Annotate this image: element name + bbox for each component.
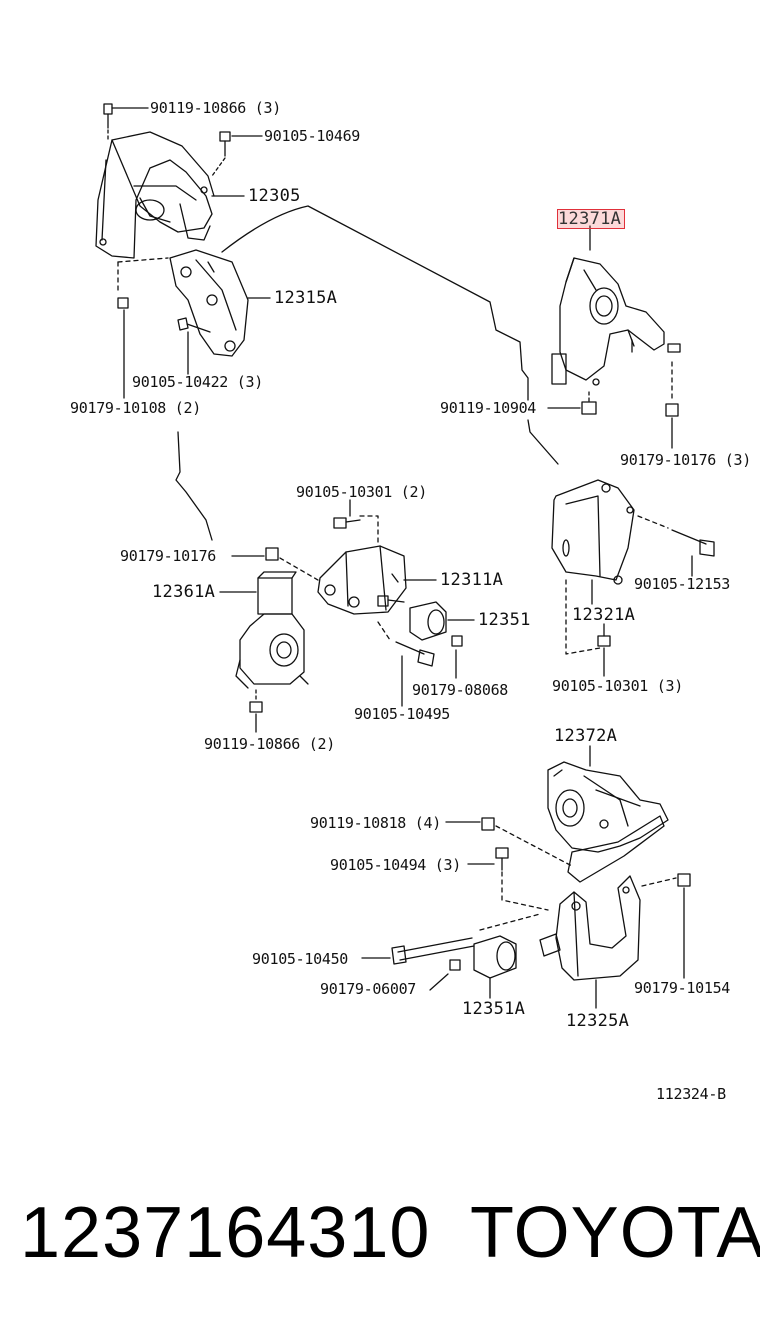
nut-90179-10154 — [641, 873, 691, 979]
figure-reference: 112324-B — [656, 1085, 726, 1103]
nut-90179-06007 — [429, 959, 461, 991]
label-90119-10866-3[interactable]: 90119-10866 (3) — [150, 99, 281, 117]
bolt-90105-10495 — [377, 621, 435, 707]
label-12372A[interactable]: 12372A — [554, 726, 618, 746]
footer-brand: TOYOTA — [470, 1193, 760, 1273]
label-90105-10301-3[interactable]: 90105-10301 (3) — [552, 677, 683, 695]
label-12325A[interactable]: 12325A — [566, 1011, 630, 1031]
label-90179-10154[interactable]: 90179-10154 — [634, 979, 731, 997]
label-90105-10422-3[interactable]: 90105-10422 (3) — [132, 373, 263, 391]
bolt-90105-10494 — [467, 847, 549, 911]
bolt-90105-10422 — [177, 317, 211, 333]
label-90105-10469[interactable]: 90105-10469 — [264, 127, 361, 145]
bracket-12325A — [539, 875, 641, 981]
engine-mount-12305 — [95, 131, 215, 259]
bracket-12311A — [317, 545, 407, 615]
label-90179-10108-2[interactable]: 90179-10108 (2) — [70, 399, 201, 417]
engine-mount-12372A — [547, 761, 669, 853]
label-12351A[interactable]: 12351A — [462, 999, 526, 1019]
label-90179-10176-3[interactable]: 90179-10176 (3) — [620, 451, 751, 469]
bolt-90105-10469 — [211, 131, 231, 177]
bracket-12321A — [551, 479, 635, 585]
bolt-90119-10818 — [445, 817, 573, 867]
nut-90179-10108 — [117, 257, 169, 309]
bushing-12351 — [409, 601, 475, 641]
label-90179-10176[interactable]: 90179-10176 — [120, 547, 217, 565]
label-12371A[interactable]: 12371A — [558, 209, 622, 229]
bushing-12351A — [473, 935, 517, 999]
label-12361A[interactable]: 12361A — [152, 582, 216, 602]
label-90105-10450[interactable]: 90105-10450 — [252, 950, 349, 968]
label-12311A[interactable]: 12311A — [440, 570, 504, 590]
nut-90179-08068 — [451, 635, 463, 679]
label-90105-10495[interactable]: 90105-10495 — [354, 705, 451, 723]
label-90119-10818-4[interactable]: 90119-10818 (4) — [310, 814, 441, 832]
label-90119-10866-2[interactable]: 90119-10866 (2) — [204, 735, 335, 753]
label-12315A[interactable]: 12315A — [274, 288, 338, 308]
label-90119-10904[interactable]: 90119-10904 — [440, 399, 537, 417]
bolt-90105-10301-lower — [565, 579, 611, 677]
engine-mount-12361A — [235, 571, 309, 689]
engine-mount-12371A — [551, 257, 681, 386]
label-12321A[interactable]: 12321A — [572, 605, 636, 625]
bolt-90119-10866-lower — [249, 689, 263, 733]
label-90105-10494-3[interactable]: 90105-10494 (3) — [330, 856, 461, 874]
bolt-90105-10301-upper — [333, 499, 379, 547]
label-90105-12153[interactable]: 90105-12153 — [634, 575, 731, 593]
bracket-12315A — [169, 249, 249, 357]
bolt-90105-12153 — [637, 515, 715, 577]
nut-90179-10176-left — [231, 547, 319, 581]
label-90105-10301-2[interactable]: 90105-10301 (2) — [296, 483, 427, 501]
nut-90179-10176-top — [665, 361, 679, 449]
label-90179-08068[interactable]: 90179-08068 — [412, 681, 509, 699]
highlight-box — [557, 209, 625, 229]
bolt-small-12311A — [377, 595, 405, 607]
label-12351[interactable]: 12351 — [478, 610, 531, 630]
bolt-90105-10450 — [361, 913, 541, 965]
bolt-90119-10904 — [547, 391, 597, 415]
label-90179-06007[interactable]: 90179-06007 — [320, 980, 417, 998]
footer-part-number: 1237164310 — [20, 1193, 431, 1273]
bolt-90119-10866-top — [103, 103, 113, 143]
label-12305[interactable]: 12305 — [248, 186, 301, 206]
